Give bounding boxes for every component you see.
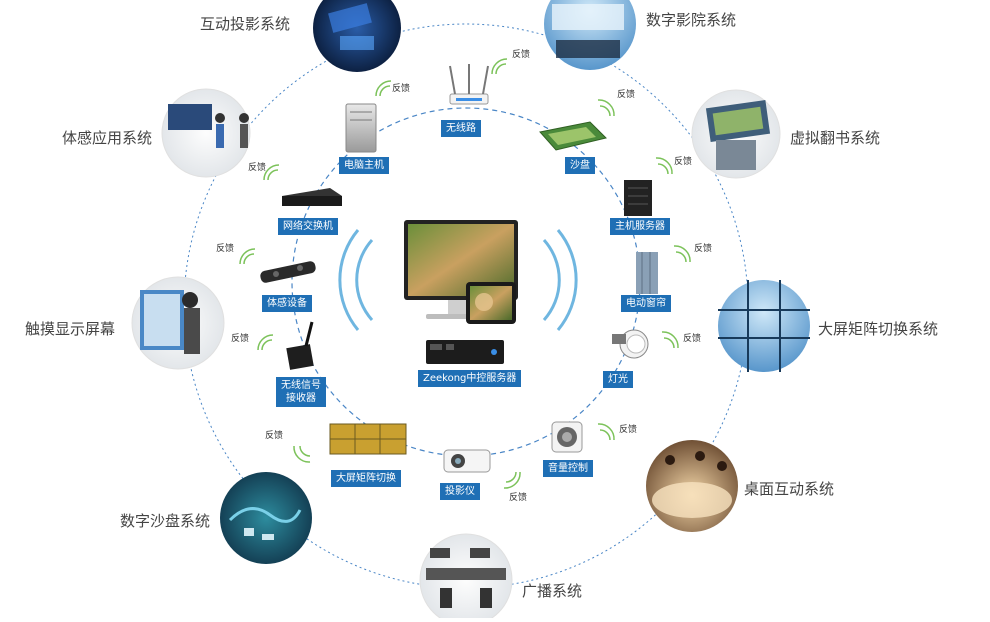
feedback-label: 反馈	[265, 431, 284, 441]
matrix-switch-icon	[329, 423, 407, 455]
volume-control-icon	[551, 421, 583, 453]
feedback-label: 反馈	[231, 334, 250, 344]
wifi-feedback-arcs	[239, 58, 691, 489]
photo-digital-cinema	[544, 0, 636, 70]
wireless-receiver-icon	[286, 321, 314, 370]
label-virtual-book: 虚拟翻书系统	[790, 129, 881, 147]
photo-motion-sensing	[161, 88, 251, 178]
feedback-label: 反馈	[512, 50, 531, 60]
feedback-label: 反馈	[617, 90, 636, 100]
tag-host-server: 主机服务器	[610, 218, 670, 235]
light-icon	[612, 329, 649, 359]
photo-digital-sandtable	[220, 472, 312, 564]
center-server-label: Zeekong中控服务器	[418, 370, 522, 387]
label-large-matrix: 大屏矩阵切换系统	[818, 320, 939, 338]
feedback-label: 反馈	[248, 163, 267, 173]
tag-projector: 投影仪	[440, 483, 480, 500]
tag-pc-host: 电脑主机	[339, 157, 389, 174]
tag-light: 灯光	[603, 371, 633, 388]
wireless-router-icon	[449, 64, 489, 105]
label-motion-sensing: 体感应用系统	[62, 129, 153, 147]
photo-broadcast	[419, 533, 513, 622]
tag-matrix-switch: 大屏矩阵切换	[331, 470, 401, 487]
tag-wireless-router: 无线路	[441, 120, 481, 137]
center-server-image	[426, 340, 504, 364]
center-monitor-image	[404, 220, 518, 324]
host-server-icon	[624, 180, 652, 216]
label-digital-sandtable: 数字沙盘系统	[120, 512, 211, 530]
pc-host-icon	[345, 103, 377, 153]
tag-motion-device: 体感设备	[262, 295, 312, 312]
photo-touch-screen	[131, 276, 225, 370]
electric-curtain-icon	[636, 252, 658, 294]
center-waves	[338, 229, 578, 331]
tag-network-switch: 网络交换机	[278, 218, 338, 235]
feedback-label: 反馈	[392, 84, 411, 94]
feedback-label: 反馈	[216, 244, 235, 254]
network-switch-icon	[282, 188, 342, 206]
sand-table-icon	[539, 121, 607, 151]
feedback-label: 反馈	[509, 493, 528, 503]
photo-virtual-book	[691, 89, 781, 179]
projector-icon	[443, 449, 491, 473]
tag-volume-control: 音量控制	[543, 460, 593, 477]
feedback-label: 反馈	[683, 334, 702, 344]
tag-sand-table: 沙盘	[565, 157, 595, 174]
label-digital-cinema: 数字影院系统	[646, 11, 737, 29]
label-desktop-interactive: 桌面互动系统	[744, 480, 835, 498]
label-broadcast: 广播系统	[522, 582, 583, 600]
label-touch-screen: 触摸显示屏幕	[25, 320, 116, 338]
motion-device-icon	[260, 261, 316, 283]
feedback-label: 反馈	[674, 157, 693, 167]
feedback-label: 反馈	[694, 244, 713, 254]
photo-interactive-projection	[313, 0, 401, 72]
feedback-label: 反馈	[619, 425, 638, 435]
photo-desktop-interactive	[646, 440, 738, 532]
tag-electric-curtain: 电动窗帘	[621, 295, 671, 312]
photo-large-matrix	[718, 280, 810, 372]
label-interactive-projection: 互动投影系统	[200, 15, 291, 33]
tag-wireless-receiver: 无线信号 接收器	[276, 377, 326, 407]
